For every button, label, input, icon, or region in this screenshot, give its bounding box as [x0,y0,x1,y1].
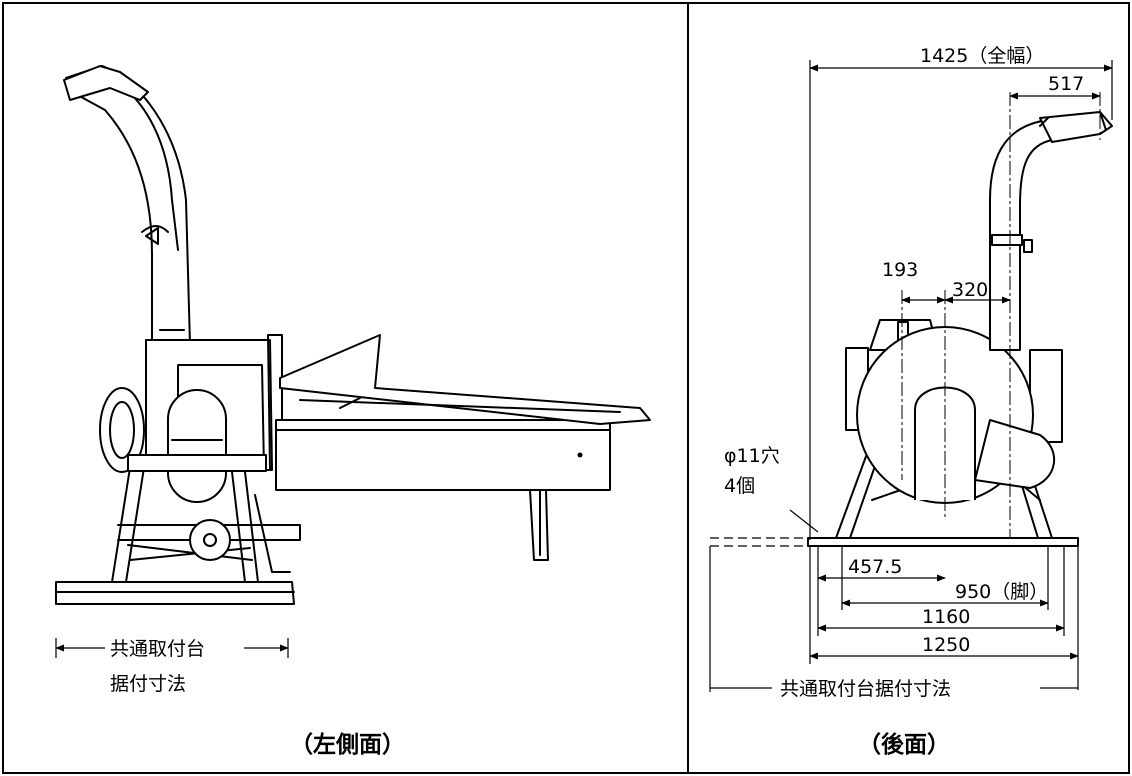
dim-label-1425: 1425（全幅） [920,45,1044,67]
rear-elevation [709,60,1113,692]
rear-side-box-right [1029,349,1063,443]
motor-cover [167,389,227,503]
dim-label-193: 193 [882,259,918,281]
chute-deflector [63,65,149,101]
dim-label-1160: 1160 [922,606,970,628]
left-view-caption: （左側面） [290,731,405,758]
table-support-leg [529,489,549,561]
dim-label-950: 950（脚） [955,581,1048,603]
dim-label-1250: 1250 [922,634,970,656]
dim-label-517: 517 [1048,73,1084,95]
saw-wheel [189,519,231,561]
rear-mount-label: 共通取付台据付寸法 [780,678,951,700]
dim-label-320: 320 [952,279,988,301]
feed-table [275,419,611,491]
left-mount-label-line1: 共通取付台 [110,638,205,660]
hole-leader [789,509,819,533]
rear-mount-dashed [710,537,808,547]
rear-base-plate [807,537,1079,547]
dim-label-457-5: 457.5 [848,556,902,578]
feed-hopper [279,334,651,425]
motor-mount [127,454,267,472]
belt-cover [974,419,1056,489]
left-side-elevation [55,65,651,658]
rear-view-caption: （後面） [858,731,950,758]
hole-label-line1: φ11穴 [724,445,780,467]
hole-label-line2: 4個 [724,475,755,497]
left-mount-label-line2: 据付寸法 [110,673,186,695]
flywheel [99,387,145,473]
